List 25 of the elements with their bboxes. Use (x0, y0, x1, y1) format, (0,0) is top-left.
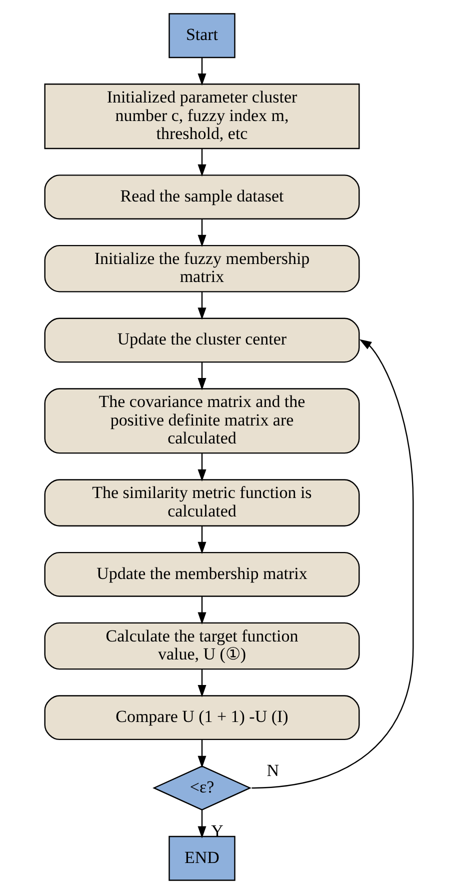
node-box: Read the sample dataset (44, 174, 360, 220)
node-box: Calculate the target function value, U (①) (44, 622, 360, 670)
arrow (198, 148, 206, 177)
arrow (198, 453, 206, 482)
arrow (198, 218, 206, 248)
arrow (198, 292, 206, 320)
node-box: Initialized parameter cluster number c, fuzzy index m, threshold, etc (44, 84, 360, 150)
arrow (198, 810, 206, 838)
node-box: Compare U (1 + 1) -U (I) (44, 695, 360, 740)
node-diamond: <ε? (152, 765, 252, 810)
node-box: Initialize the fuzzy membership matrix (44, 244, 360, 292)
arrow (252, 339, 414, 789)
arrow (198, 526, 206, 554)
node-box: END (168, 836, 236, 881)
edge-label: N (266, 761, 279, 780)
node-box: Update the cluster center (44, 318, 360, 363)
arrow (198, 58, 206, 86)
arrow (198, 362, 206, 390)
node-box: Start (168, 13, 236, 58)
node-box: The similarity metric function is calculated (44, 479, 360, 526)
node-box: Update the membership matrix (44, 552, 360, 597)
node-box: The covariance matrix and the positive definite matrix are calculated (44, 388, 360, 454)
arrow (198, 669, 206, 698)
arrow (198, 740, 206, 768)
arrow (198, 596, 206, 624)
